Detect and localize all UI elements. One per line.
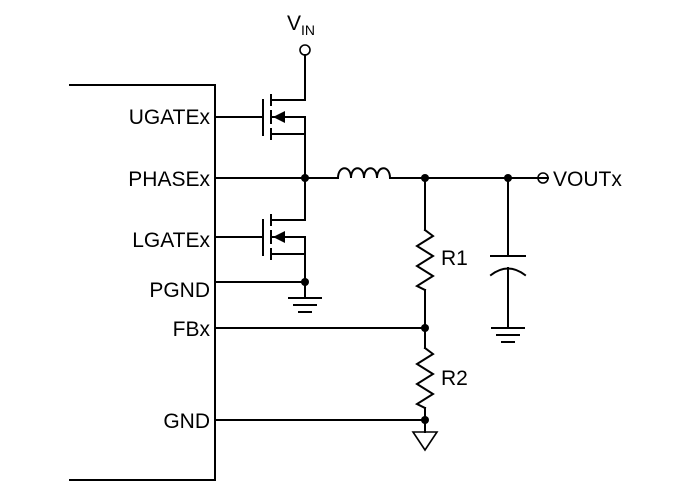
- r2-label: R2: [441, 367, 468, 390]
- pin-fb-label: FBx: [173, 318, 211, 341]
- resistor-r2: R2: [414, 327, 468, 421]
- resistor-r1: R1: [414, 177, 468, 329]
- pgnd-ground: [214, 278, 322, 313]
- output-terminal: VOUTx: [421, 168, 622, 191]
- phase-node: [214, 174, 339, 182]
- inductor: [336, 167, 549, 180]
- feedback-node: [214, 324, 429, 332]
- pin-gnd-label: GND: [163, 410, 210, 433]
- output-capacitor: [489, 177, 527, 343]
- vin-label: VIN: [287, 12, 315, 38]
- pin-lgate-label: LGATEx: [132, 229, 210, 252]
- low-side-mosfet: [214, 177, 306, 283]
- pin-phase-label: PHASEx: [128, 168, 210, 191]
- vin-terminal: VIN: [287, 12, 315, 86]
- gnd-ground: [214, 416, 439, 452]
- pin-pgnd-label: PGND: [149, 279, 210, 302]
- high-side-mosfet: [214, 84, 306, 179]
- r1-label: R1: [441, 247, 468, 270]
- pin-ugate-label: UGATEx: [129, 106, 211, 129]
- vout-label: VOUTx: [553, 168, 622, 191]
